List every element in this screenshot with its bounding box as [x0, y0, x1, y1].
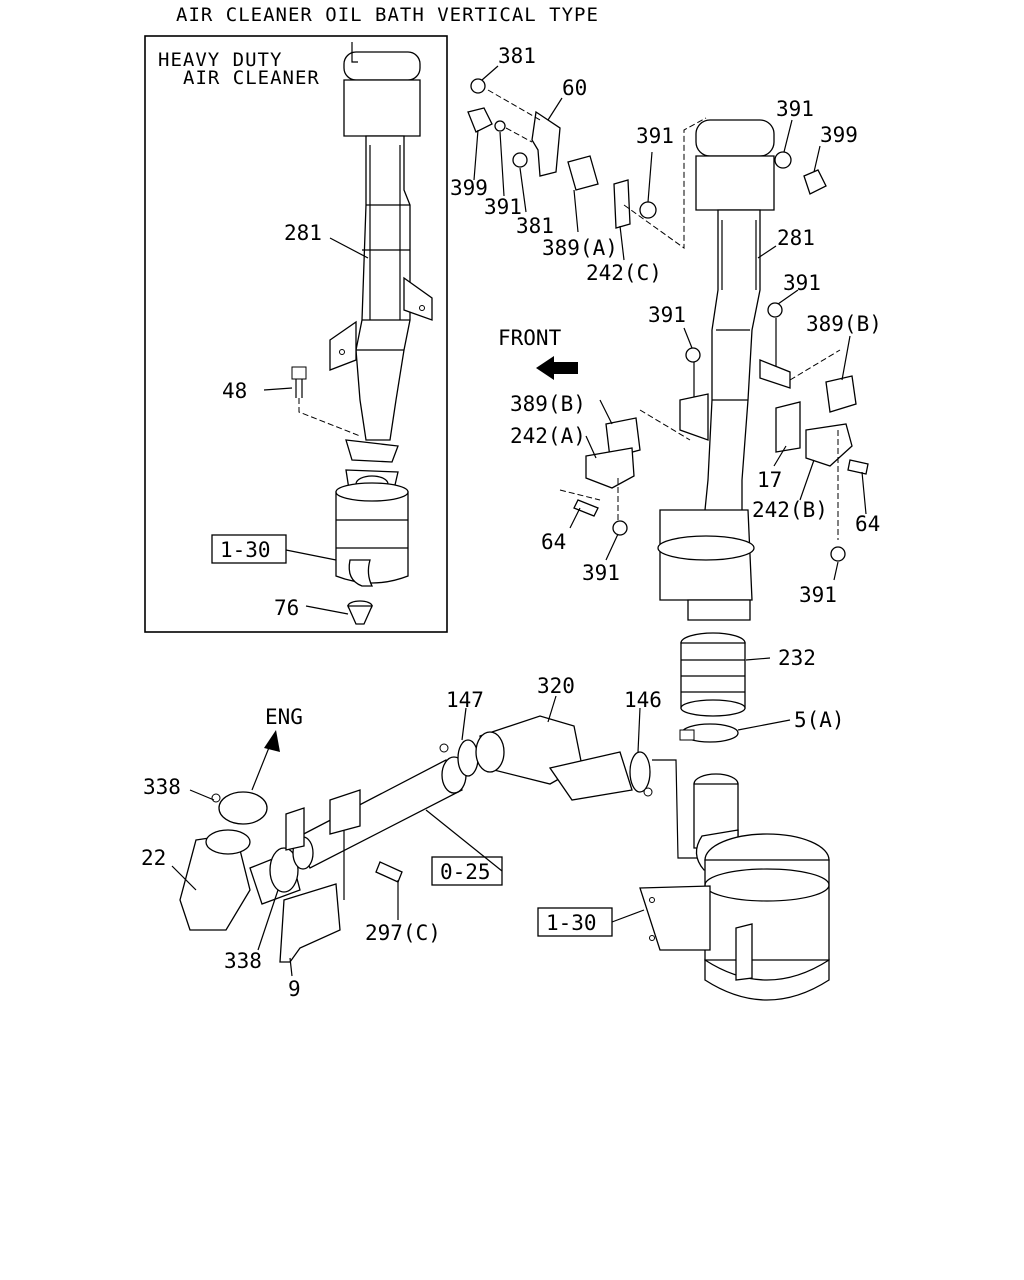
callout-64: 64 — [541, 530, 566, 554]
lower-intake-assembly: ENG — [179, 705, 710, 963]
eng-arrow-icon — [264, 730, 280, 752]
washer-391-left — [494, 120, 506, 132]
svg-text:0-25: 0-25 — [440, 860, 491, 884]
callout-391: 391 — [648, 303, 686, 327]
svg-text:1-30: 1-30 — [220, 538, 271, 562]
eng-label: ENG — [265, 705, 303, 729]
nut-391-top — [639, 201, 657, 219]
callout-232: 232 — [778, 646, 816, 670]
callout-60: 60 — [562, 76, 587, 100]
callout-labels: 381 60 399 391 381 389(A) 242(C) 391 391… — [141, 44, 882, 1001]
plate-17 — [775, 401, 801, 453]
inset-cap-76 — [346, 600, 374, 625]
bolt-64-left — [573, 499, 599, 517]
callout-22: 22 — [141, 846, 166, 870]
hose-232 — [680, 632, 746, 717]
ref-box-0-25[interactable]: 0-25 — [431, 856, 503, 886]
bolt-64-right — [847, 459, 869, 475]
cap-399-left — [467, 107, 493, 133]
callout-391: 391 — [783, 271, 821, 295]
callout-391: 391 — [776, 97, 814, 121]
inset-oil-bath-body — [335, 482, 409, 587]
bracket-242a — [585, 447, 635, 489]
callout-281: 281 — [284, 221, 322, 245]
cap-399-right — [803, 169, 827, 195]
clamp-146 — [629, 751, 651, 793]
inset-title-line2: AIR CLEANER — [183, 67, 320, 89]
nut-391-right — [774, 151, 792, 169]
right-mount-assembly — [775, 375, 869, 562]
callout-281: 281 — [777, 226, 815, 250]
callout-391: 391 — [582, 561, 620, 585]
clamp-147 — [457, 739, 479, 777]
inset-frame — [144, 35, 448, 633]
callout-399: 399 — [820, 123, 858, 147]
nut-391-left-low — [612, 520, 628, 536]
nut-391-right-low — [830, 546, 846, 562]
clamp-5a — [679, 723, 739, 743]
upper-mount-hardware — [467, 78, 707, 249]
inset-bolt-48 — [291, 366, 361, 437]
callout-146: 146 — [624, 688, 662, 712]
callout-391: 391 — [484, 195, 522, 219]
clamp-338-lower — [269, 847, 299, 893]
callout-338: 338 — [143, 775, 181, 799]
callout-76: 76 — [274, 596, 299, 620]
callout-389b: 389(B) — [806, 312, 882, 336]
callout-147: 147 — [446, 688, 484, 712]
callout-381: 381 — [516, 214, 554, 238]
callout-297c: 297(C) — [365, 921, 441, 945]
front-indicator: FRONT — [498, 326, 578, 380]
callout-64: 64 — [855, 512, 880, 536]
bracket-242c — [613, 179, 631, 229]
callout-242a: 242(A) — [510, 424, 586, 448]
callout-391: 391 — [636, 124, 674, 148]
inset-intake-pipe-281 — [329, 42, 433, 441]
bracket-60 — [531, 110, 561, 177]
callout-48: 48 — [222, 379, 247, 403]
callout-320: 320 — [537, 674, 575, 698]
callout-242b: 242(B) — [752, 498, 828, 522]
callout-389b: 389(B) — [510, 392, 586, 416]
callout-5a: 5(A) — [794, 708, 845, 732]
leader-lines — [171, 65, 867, 977]
callout-389a: 389(A) — [542, 236, 618, 260]
nut-391-mid — [767, 302, 783, 318]
callout-338: 338 — [224, 949, 262, 973]
mount-389b-right — [825, 375, 857, 413]
callout-381: 381 — [498, 44, 536, 68]
front-label: FRONT — [498, 326, 562, 350]
callout-242c: 242(C) — [586, 261, 662, 285]
left-mount-assembly — [559, 417, 641, 536]
nut-381-top — [470, 78, 486, 94]
diagram-title: AIR CLEANER OIL BATH VERTICAL TYPE — [176, 4, 599, 26]
callout-9: 9 — [288, 977, 301, 1001]
nut-381-lower — [512, 152, 528, 168]
oil-bath-cleaner-1-30 — [639, 773, 830, 1001]
bolt-297c — [375, 861, 403, 883]
main-cleaner-lower-body — [657, 509, 755, 621]
nut-391-front — [685, 347, 701, 363]
callout-391: 391 — [799, 583, 837, 607]
front-arrow-icon — [536, 356, 578, 380]
heavy-duty-inset: HEAVY DUTY AIR CLEANER — [144, 35, 448, 633]
pipe-0-25 — [295, 759, 463, 869]
ref-box-1-30-main[interactable]: 1-30 — [537, 907, 613, 937]
bracket-9 — [279, 883, 341, 963]
clamp-338-upper — [218, 791, 268, 825]
inset-title-line1: HEAVY DUTY — [158, 49, 282, 71]
svg-text:1-30: 1-30 — [546, 911, 597, 935]
bracket-242b — [805, 423, 853, 467]
ref-box-1-30-inset[interactable]: 1-30 — [211, 534, 287, 564]
mount-389a — [567, 155, 599, 191]
callout-17: 17 — [757, 468, 782, 492]
callout-399: 399 — [450, 176, 488, 200]
